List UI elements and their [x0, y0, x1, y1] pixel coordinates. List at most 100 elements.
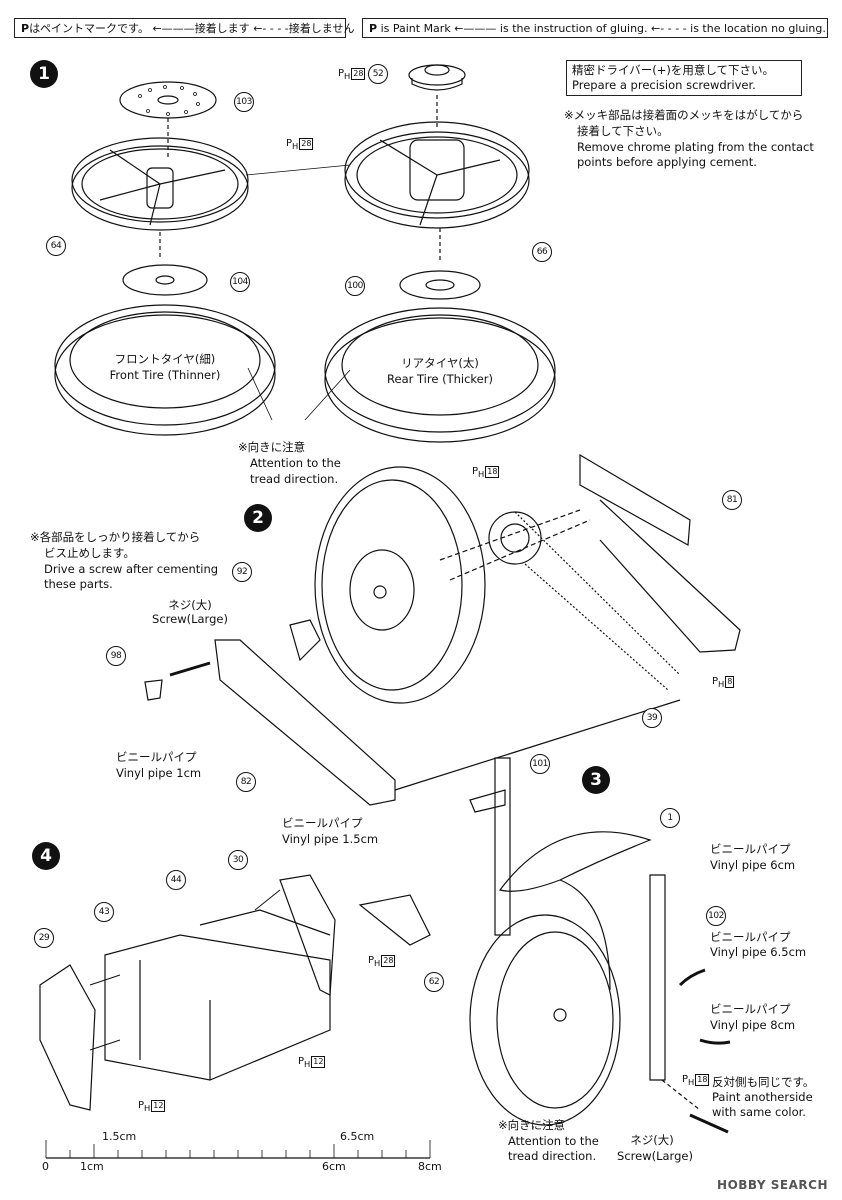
part-52: 52 — [368, 64, 388, 84]
front-fender-1 — [498, 831, 652, 991]
rear-brake-disc-100 — [399, 270, 481, 300]
screw-note-en2: these parts. — [44, 577, 113, 591]
drive-chain — [514, 511, 681, 691]
ruler-label-8cm: 8cm — [418, 1160, 442, 1173]
part-39: 39 — [642, 708, 662, 728]
rear-sprocket — [488, 511, 542, 565]
vinyl-pipe-label-jp-1: ビニールパイプ — [116, 750, 197, 764]
vinyl-pipes — [678, 968, 731, 1045]
step-1-marker: 1 — [30, 60, 58, 88]
engine-block — [104, 909, 331, 1081]
swing-arm-82 — [214, 639, 396, 806]
front-wheel-64 — [71, 137, 249, 231]
part-62: 62 — [424, 972, 444, 992]
front-wheel-assembly — [469, 914, 621, 1126]
chrome-note-jp1: ※メッキ部品は接着面のメッキをはがしてから — [564, 108, 804, 122]
watermark: HOBBY SEARCH — [717, 1178, 828, 1192]
screw-large-3 — [689, 1113, 729, 1134]
screw-large-label-jp-3: ネジ(大) — [630, 1133, 674, 1147]
tread-note-2-en1: Attention to the — [508, 1134, 599, 1148]
vinyl-pipe-65cm-label: Vinyl pipe 6.5cm — [710, 945, 807, 959]
step-3-marker: 3 — [582, 766, 610, 794]
ruler-label-1cm: 1cm — [80, 1160, 104, 1173]
rear-tire-label-jp: リアタイヤ(太) — [401, 356, 479, 370]
paint-mark-symbol: P — [21, 22, 30, 35]
front-fork-102 — [649, 874, 666, 1081]
brake-caliper-62 — [358, 894, 431, 946]
part-102: 102 — [706, 906, 726, 926]
legend-english: P is Paint Mark ←——— is the instruction … — [362, 18, 828, 38]
legend-no-glue-jp: 接着しません — [288, 22, 355, 35]
part-81: 81 — [722, 490, 742, 510]
arrow-dashed-icon: ←- - - - — [253, 22, 289, 35]
vinyl-pipe-1cm-label: Vinyl pipe 1cm — [116, 766, 202, 780]
front-tire — [54, 304, 276, 436]
arrow-solid-icon: ←——— — [454, 22, 497, 35]
chain-guard-81 — [579, 453, 741, 653]
part-82: 82 — [236, 772, 256, 792]
chrome-note-en1: Remove chrome plating from the contact — [577, 140, 814, 154]
part-66: 66 — [532, 242, 552, 262]
legend-paint-mark-en: is Paint Mark — [380, 22, 451, 35]
arrow-solid-icon: ←——— — [152, 22, 195, 35]
arrow-dashed-icon: ←- - - - — [651, 22, 687, 35]
rear-tire-label-en: Rear Tire (Thicker) — [387, 372, 493, 386]
part-29: 29 — [34, 928, 54, 948]
vinyl-pipe-15cm-label: Vinyl pipe 1.5cm — [282, 832, 379, 846]
rear-wheel-assembly — [314, 466, 486, 704]
part-44: 44 — [166, 870, 186, 890]
part-92: 92 — [232, 562, 252, 582]
front-fork-101 — [469, 757, 511, 936]
part-104: 104 — [230, 272, 250, 292]
step-4-marker: 4 — [32, 842, 60, 870]
screw-large — [169, 661, 211, 677]
part-103: 103 — [234, 92, 254, 112]
tread-note-1-en1: Attention to the — [250, 456, 341, 470]
tread-note-2-jp: ※向きに注意 — [498, 1118, 566, 1132]
rear-wheel-66 — [344, 121, 530, 229]
screw-large-label-jp: ネジ(大) — [168, 598, 212, 612]
ruler-label-0: 0 — [42, 1160, 49, 1173]
screw-large-label-en-3: Screw(Large) — [617, 1149, 693, 1163]
part-30: 30 — [228, 850, 248, 870]
part-100: 100 — [345, 276, 365, 296]
front-brake-disc-104 — [122, 264, 208, 296]
vinyl-pipe-label-jp-4: ビニールパイプ — [710, 930, 791, 944]
tread-note-2-en2: tread direction. — [508, 1149, 597, 1163]
paint-mark-symbol: P — [369, 22, 378, 35]
vinyl-pipe-label-jp-3: ビニールパイプ — [710, 842, 791, 856]
screwdriver-note-en: Prepare a precision screwdriver. — [572, 78, 756, 92]
chrome-note-jp2: 接着して下さい。 — [577, 124, 669, 138]
legend-glue-en: is the instruction of gluing. — [499, 22, 648, 35]
part-64: 64 — [46, 236, 66, 256]
nut-98 — [144, 679, 163, 701]
cover-30 — [279, 874, 336, 996]
part-101: 101 — [530, 754, 550, 774]
ruler-label-15cm: 1.5cm — [102, 1130, 137, 1143]
front-tire-label-en: Front Tire (Thinner) — [109, 368, 221, 382]
rear-tire — [324, 307, 556, 443]
vinyl-pipe-6cm-label: Vinyl pipe 6cm — [710, 858, 796, 872]
part-43: 43 — [94, 902, 114, 922]
vinyl-pipe-label-jp-5: ビニールパイプ — [710, 1002, 791, 1016]
legend-paint-mark-jp: はペイントマークです。 — [29, 22, 149, 35]
vinyl-pipe-label-jp-2: ビニールパイプ — [282, 816, 363, 830]
part-98: 98 — [106, 646, 126, 666]
step-2-marker: 2 — [244, 504, 272, 532]
bracket-92 — [289, 619, 321, 662]
other-side-note-en1: Paint anotherside — [712, 1090, 813, 1104]
screw-note-jp2: ビス止めします。 — [44, 546, 135, 560]
screwdriver-note-jp: 精密ドライバー(+)を用意して下さい。 — [572, 63, 775, 77]
tread-note-1-en2: tread direction. — [250, 472, 339, 486]
vinyl-pipe-8cm-label: Vinyl pipe 8cm — [710, 1018, 796, 1032]
cover-29 — [39, 964, 96, 1111]
front-tire-label-jp: フロントタイヤ(細) — [114, 352, 216, 366]
